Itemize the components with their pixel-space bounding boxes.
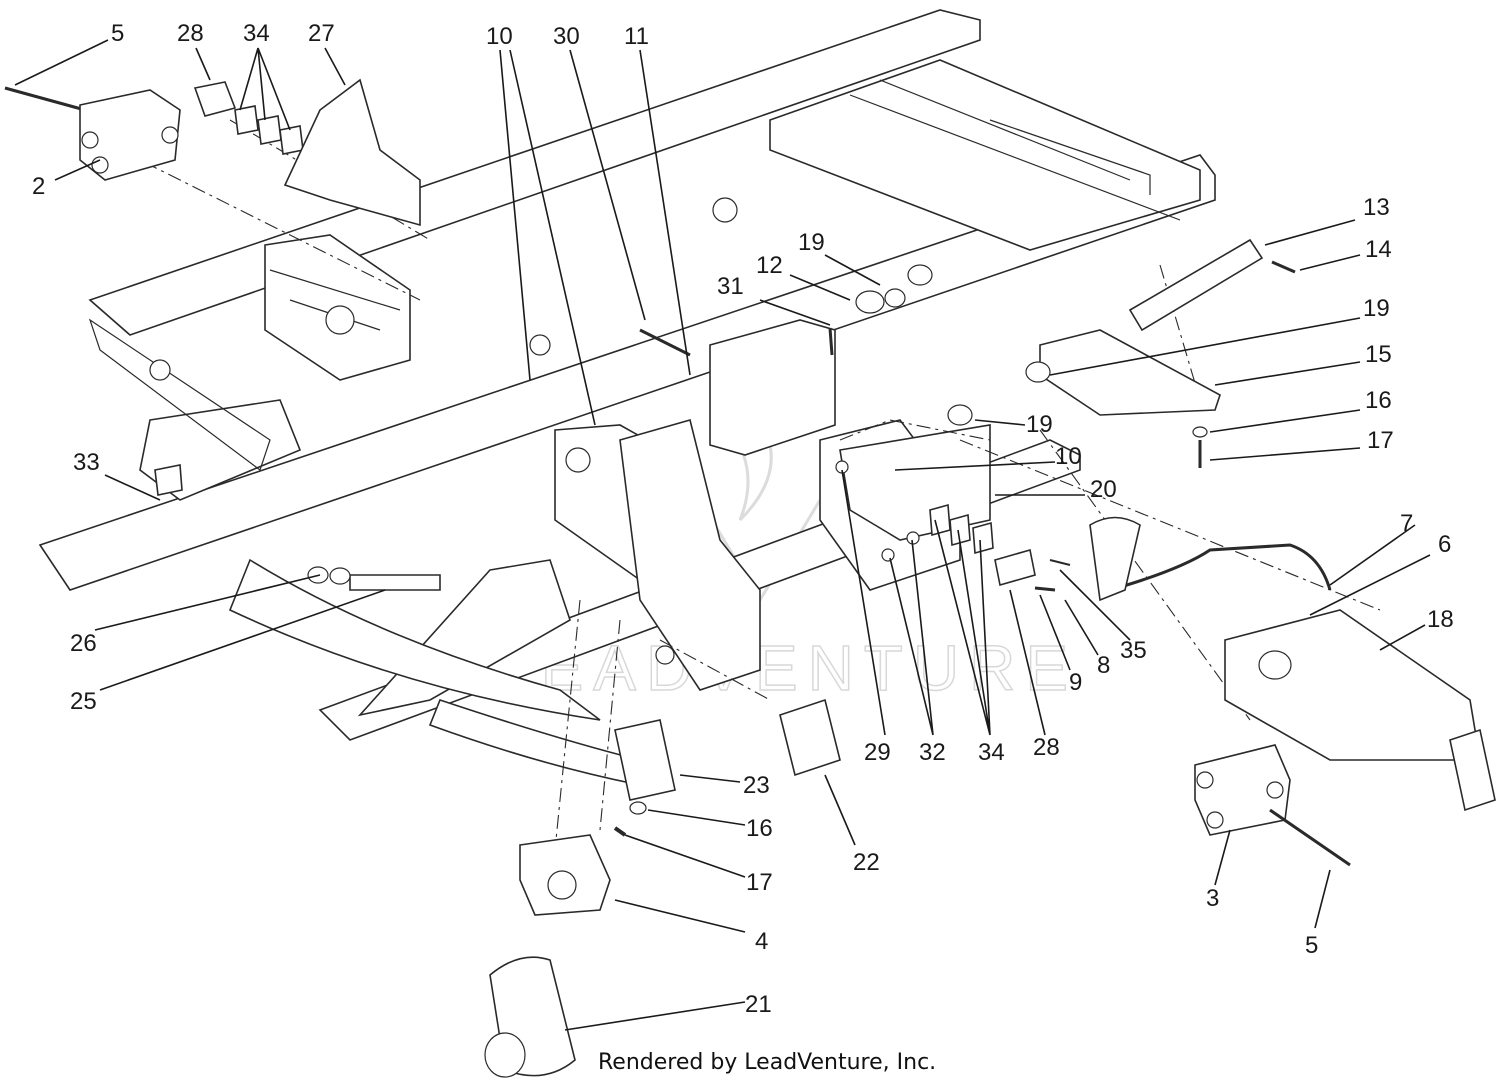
callout-34: 34 — [243, 20, 270, 47]
hydraulic-valve-icon — [79, 89, 181, 181]
callout-10: 10 — [486, 23, 513, 50]
bolt-30-icon — [639, 328, 691, 357]
callout-2: 2 — [32, 173, 45, 200]
pivot-tube-icon — [1128, 238, 1264, 332]
bolt-31-icon — [828, 327, 834, 356]
callout-3: 3 — [1206, 885, 1219, 912]
callout-9: 9 — [1069, 669, 1082, 696]
callout-12: 12 — [756, 252, 783, 279]
callout-22: 22 — [853, 849, 880, 876]
callout-8: 8 — [1097, 652, 1110, 679]
callout-labels: 5 28 34 27 10 30 11 2 19 12 31 13 14 19 … — [32, 20, 1454, 1018]
callout-16: 16 — [746, 815, 773, 842]
callout-32: 32 — [919, 739, 946, 766]
callout-31: 31 — [717, 273, 744, 300]
callout-14: 14 — [1365, 236, 1392, 263]
callout-25: 25 — [70, 688, 97, 715]
mount-plate-icon — [614, 719, 676, 801]
pin-icon — [1271, 260, 1296, 274]
loose-parts — [4, 78, 1496, 1078]
callout-15: 15 — [1365, 341, 1392, 368]
spacer-plate-icon — [234, 105, 259, 135]
callout-30: 30 — [553, 23, 580, 50]
nut-icon — [855, 290, 885, 314]
render-credit: Rendered by LeadVenture, Inc. — [598, 1050, 936, 1075]
callout-19: 19 — [798, 229, 825, 256]
callout-20: 20 — [1090, 476, 1117, 503]
callout-17: 17 — [746, 869, 773, 896]
washer-icon — [884, 288, 906, 308]
callout-28: 28 — [177, 20, 204, 47]
callout-28: 28 — [1033, 734, 1060, 761]
callout-5: 5 — [111, 20, 124, 47]
callout-18: 18 — [1427, 606, 1454, 633]
callout-33: 33 — [73, 449, 100, 476]
callout-23: 23 — [743, 772, 770, 799]
callout-13: 13 — [1363, 194, 1390, 221]
rubber-bumper-icon — [193, 81, 237, 117]
callout-6: 6 — [1438, 531, 1451, 558]
callout-11: 11 — [624, 23, 649, 50]
callout-27: 27 — [308, 20, 335, 47]
long-bolt-icon — [4, 86, 86, 112]
tie-rod-icon — [349, 574, 441, 591]
leader-lines — [14, 39, 1431, 1031]
callout-10: 10 — [1055, 443, 1082, 470]
callout-17: 17 — [1367, 427, 1394, 454]
callout-16: 16 — [1365, 387, 1392, 414]
callout-19: 19 — [1026, 411, 1053, 438]
callout-34: 34 — [978, 739, 1005, 766]
mower-frame — [38, 9, 1216, 786]
hydraulic-line-icon — [1109, 543, 1332, 592]
callout-35: 35 — [1120, 637, 1147, 664]
callout-7: 7 — [1400, 510, 1413, 537]
callout-19: 19 — [1363, 295, 1390, 322]
callout-26: 26 — [70, 630, 97, 657]
washer-16-icon — [1192, 426, 1208, 438]
mount-bracket-icon — [283, 78, 421, 227]
callout-5: 5 — [1305, 932, 1318, 959]
callout-4: 4 — [755, 928, 768, 955]
shield-plate-icon — [779, 698, 841, 777]
callout-21: 21 — [745, 991, 772, 1018]
callout-29: 29 — [864, 739, 891, 766]
